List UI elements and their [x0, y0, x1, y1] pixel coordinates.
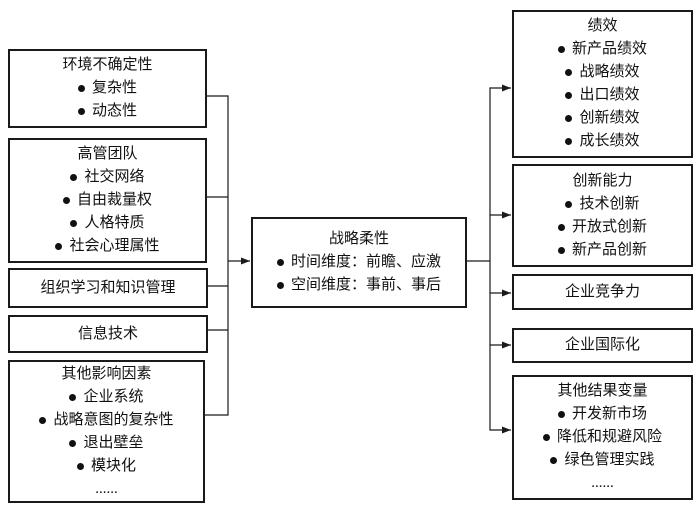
box-title: 高管团队	[77, 146, 138, 162]
bullet-icon	[542, 434, 550, 441]
bullet-item: 创新绩效	[565, 107, 640, 130]
bullet-item-label: 自由裁量权	[76, 192, 152, 208]
bullet-item-label: 新产品创新	[571, 241, 647, 258]
bullet-icon	[557, 411, 565, 418]
bullet-icon	[77, 85, 85, 92]
bullet-item: 出口绩效	[565, 84, 640, 107]
bullet-item-label: 开发新市场	[571, 406, 647, 422]
ellipsis-item: ......	[591, 472, 614, 495]
box-title: 环境不确定性	[62, 57, 153, 73]
bullet-item: 动态性	[77, 100, 137, 123]
bullet-icon	[557, 46, 565, 53]
bullet-icon	[565, 92, 573, 99]
bullet-item-label: 社会心理属性	[69, 238, 160, 254]
bullet-item-label: 开放式创新	[571, 218, 647, 235]
bullet-item: 技术创新	[565, 193, 640, 216]
bullet-item: 战略绩效	[565, 61, 640, 84]
bullet-item: 复杂性	[77, 77, 137, 100]
box-title: 战略柔性	[328, 231, 389, 247]
box-enterprise-competitiveness: 企业竞争力	[512, 274, 693, 310]
bullet-item: 人格特质	[70, 212, 145, 235]
bullet-item: 社交网络	[70, 166, 145, 189]
bullet-item-label: 企业系统	[83, 388, 144, 405]
box-title: 企业竞争力	[564, 283, 640, 300]
bullet-item-label: 复杂性	[91, 80, 137, 96]
box-innovation-capability: 创新能力 技术创新 开放式创新 新产品创新	[512, 164, 693, 267]
bullet-item-label: 动态性	[91, 103, 137, 119]
bullet-item: 成长绩效	[565, 130, 640, 153]
box-other-outcome-variables: 其他结果变量 开发新市场 降低和规避风险 绿色管理实践 ......	[512, 375, 693, 500]
bullet-item-label: 人格特质	[84, 215, 145, 231]
bullet-icon	[565, 115, 573, 122]
bullet-item: 自由裁量权	[62, 189, 152, 212]
bullet-icon	[557, 246, 565, 254]
bullet-item-label: 绿色管理实践	[564, 452, 655, 468]
bullet-item-label: 空间维度：事前、事后	[290, 277, 441, 293]
bullet-icon	[62, 197, 70, 204]
bullet-item-label: 模块化	[90, 457, 136, 474]
bullet-item-label: 社交网络	[84, 169, 145, 185]
bullet-item-label: 战略绩效	[579, 64, 640, 80]
box-title: 其他结果变量	[557, 383, 648, 399]
bullet-icon	[565, 69, 573, 76]
bullet-item-label: 成长绩效	[579, 133, 640, 149]
bullet-item: 新产品绩效	[557, 38, 647, 61]
bullet-item: 战略意图的复杂性	[39, 409, 174, 432]
bullet-item-label: 时间维度：前瞻、应激	[290, 254, 441, 270]
bullet-item: 开放式创新	[557, 216, 647, 239]
box-strategic-flexibility: 战略柔性 时间维度：前瞻、应激 空间维度：事前、事后	[251, 217, 467, 308]
box-title: 企业国际化	[564, 337, 640, 353]
bullet-item-label: 新产品绩效	[571, 41, 647, 57]
bullet-icon	[276, 282, 284, 289]
bullet-item-label: 技术创新	[579, 195, 640, 212]
ellipsis-label: ......	[591, 475, 614, 491]
box-environment-uncertainty: 环境不确定性 复杂性 动态性	[8, 49, 207, 128]
bullet-icon	[550, 457, 558, 464]
bullet-item: 社会心理属性	[55, 235, 160, 258]
box-top-management-team: 高管团队 社交网络 自由裁量权 人格特质 社会心理属性	[8, 138, 207, 263]
bullet-icon	[70, 220, 78, 227]
bullet-item-label: 降低和规避风险	[556, 429, 662, 445]
bullet-icon	[565, 200, 573, 208]
bullet-icon	[69, 439, 77, 447]
bullet-item: 开发新市场	[557, 403, 647, 426]
bullet-item-label: 战略意图的复杂性	[53, 411, 174, 428]
bullet-item-label: 创新绩效	[579, 110, 640, 126]
bullet-icon	[69, 393, 77, 401]
box-other-influencing-factors: 其他影响因素 企业系统 战略意图的复杂性 退出壁垒 模块化 ......	[8, 360, 205, 503]
box-enterprise-internationalization: 企业国际化	[512, 328, 693, 363]
bullet-item-label: 退出壁垒	[83, 434, 144, 451]
box-title: 组织学习和知识管理	[40, 279, 176, 296]
right-connector-group	[466, 84, 511, 434]
ellipsis-label: ......	[95, 480, 118, 497]
bullet-item: 空间维度：事前、事后	[276, 274, 441, 297]
bullet-icon	[565, 138, 573, 145]
bullet-item: 企业系统	[69, 386, 144, 409]
left-connector-group	[204, 95, 250, 416]
box-org-learning-knowledge-mgmt: 组织学习和知识管理	[8, 268, 208, 308]
bullet-icon	[276, 259, 284, 266]
bullet-item: 时间维度：前瞻、应激	[276, 251, 441, 274]
bullet-item: 模块化	[76, 455, 136, 478]
bullet-icon	[76, 462, 84, 470]
box-performance: 绩效 新产品绩效 战略绩效 出口绩效 创新绩效 成长绩效	[512, 10, 693, 158]
bullet-icon	[77, 108, 85, 115]
bullet-icon	[70, 174, 78, 181]
bullet-item-label: 出口绩效	[579, 87, 640, 103]
bullet-icon	[557, 223, 565, 231]
bullet-item: 降低和规避风险	[542, 426, 662, 449]
bullet-item: 新产品创新	[557, 239, 647, 262]
ellipsis-item: ......	[95, 478, 118, 501]
box-title: 绩效	[587, 18, 618, 34]
box-title: 创新能力	[572, 172, 633, 189]
bullet-item: 退出壁垒	[69, 432, 144, 455]
box-information-technology: 信息技术	[8, 315, 208, 353]
box-title: 其他影响因素	[61, 365, 152, 382]
bullet-icon	[39, 416, 47, 424]
bullet-item: 绿色管理实践	[550, 449, 655, 472]
bullet-icon	[55, 243, 63, 250]
box-title: 信息技术	[77, 325, 138, 342]
